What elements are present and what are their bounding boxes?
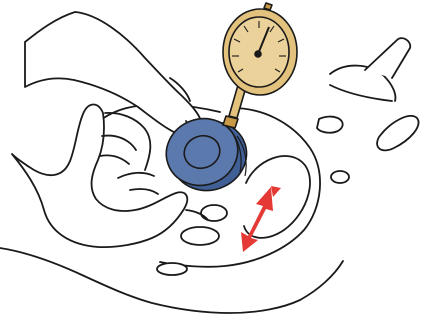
pressure-gauge-icon (223, 3, 297, 128)
gauge-pivot (255, 51, 261, 57)
